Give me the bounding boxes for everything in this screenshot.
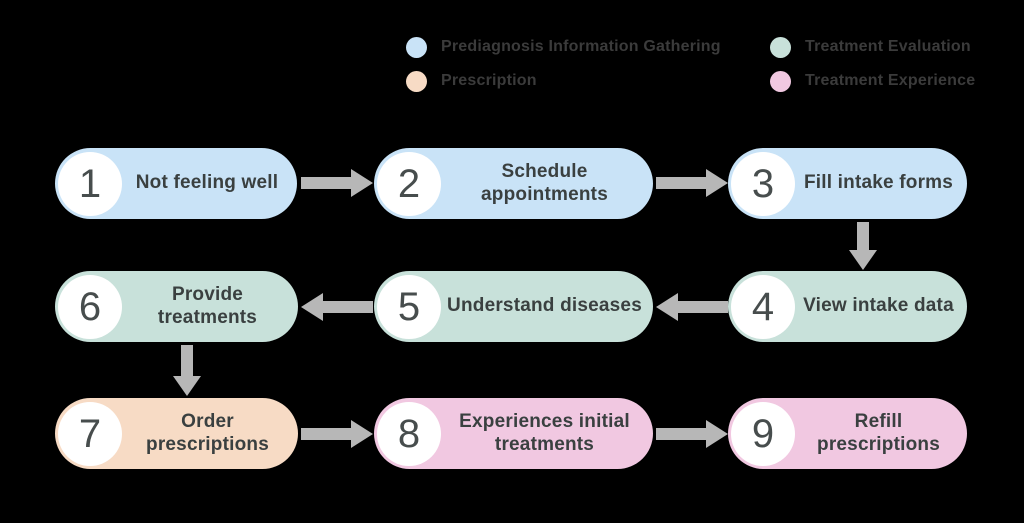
step-4-label: View intake data bbox=[803, 295, 954, 317]
step-3-pill: 3 Fill intake forms bbox=[728, 148, 967, 219]
legend-item-treatment-evaluation: Treatment Evaluation bbox=[770, 36, 971, 58]
legend-dot-treatment-evaluation-icon bbox=[770, 36, 791, 58]
step-7-number-circle: 7 bbox=[58, 401, 122, 466]
step-2-label: Schedule appointments bbox=[481, 161, 608, 205]
step-1-number-circle: 1 bbox=[58, 151, 122, 216]
legend-label: Treatment Evaluation bbox=[805, 38, 971, 55]
step-9-label: Refill prescriptions bbox=[817, 411, 940, 455]
step-7-pill: 7 Order prescriptions bbox=[55, 398, 298, 469]
step-5-number: 5 bbox=[397, 284, 421, 329]
step-3-label: Fill intake forms bbox=[803, 172, 954, 194]
legend-item-prescription: Prescription bbox=[406, 70, 537, 92]
step-5-pill: 5 Understand diseases bbox=[374, 271, 653, 342]
step-1-pill: 1 Not feeling well bbox=[55, 148, 297, 219]
legend-dot-prediagnosis-icon bbox=[406, 36, 427, 58]
arrow-step4-to-step5-icon bbox=[656, 293, 728, 321]
step-4-number: 4 bbox=[751, 284, 775, 329]
step-5-label: Understand diseases bbox=[447, 295, 642, 317]
step-3-number: 3 bbox=[751, 161, 775, 206]
step-6-pill: 6 Provide treatments bbox=[55, 271, 298, 342]
step-7-label: Order prescriptions bbox=[146, 411, 269, 455]
step-1-label: Not feeling well bbox=[135, 172, 279, 194]
arrow-step3-to-step4-icon bbox=[849, 222, 877, 270]
step-9-number: 9 bbox=[751, 411, 775, 456]
step-3-number-circle: 3 bbox=[731, 151, 795, 216]
step-8-label: Experiences initial treatments bbox=[459, 411, 630, 455]
step-9-pill: 9 Refill prescriptions bbox=[728, 398, 967, 469]
step-2-number: 2 bbox=[397, 161, 421, 206]
step-2-number-circle: 2 bbox=[377, 151, 441, 216]
legend-dot-prescription-icon bbox=[406, 70, 427, 92]
step-4-pill: 4 View intake data bbox=[728, 271, 967, 342]
step-6-number-circle: 6 bbox=[58, 274, 122, 339]
arrow-step8-to-step9-icon bbox=[656, 420, 728, 448]
legend-item-treatment-experience: Treatment Experience bbox=[770, 70, 975, 92]
step-2-pill: 2 Schedule appointments bbox=[374, 148, 653, 219]
legend-label: Prediagnosis Information Gathering bbox=[441, 38, 721, 55]
step-4-number-circle: 4 bbox=[731, 274, 795, 339]
legend-item-prediagnosis: Prediagnosis Information Gathering bbox=[406, 36, 721, 58]
step-7-number: 7 bbox=[78, 411, 102, 456]
arrow-step7-to-step8-icon bbox=[301, 420, 373, 448]
step-8-number: 8 bbox=[397, 411, 421, 456]
legend-label: Prescription bbox=[441, 72, 537, 89]
step-1-number: 1 bbox=[78, 161, 102, 206]
step-9-number-circle: 9 bbox=[731, 401, 795, 466]
arrow-step6-to-step7-icon bbox=[173, 345, 201, 396]
arrow-step1-to-step2-icon bbox=[301, 169, 373, 197]
legend-label: Treatment Experience bbox=[805, 72, 976, 89]
step-8-number-circle: 8 bbox=[377, 401, 441, 466]
step-5-number-circle: 5 bbox=[377, 274, 441, 339]
arrow-step2-to-step3-icon bbox=[656, 169, 728, 197]
arrow-step5-to-step6-icon bbox=[301, 293, 373, 321]
step-8-pill: 8 Experiences initial treatments bbox=[374, 398, 653, 469]
step-6-number: 6 bbox=[78, 284, 102, 329]
legend-dot-treatment-experience-icon bbox=[770, 70, 791, 92]
step-6-label: Provide treatments bbox=[157, 284, 258, 328]
